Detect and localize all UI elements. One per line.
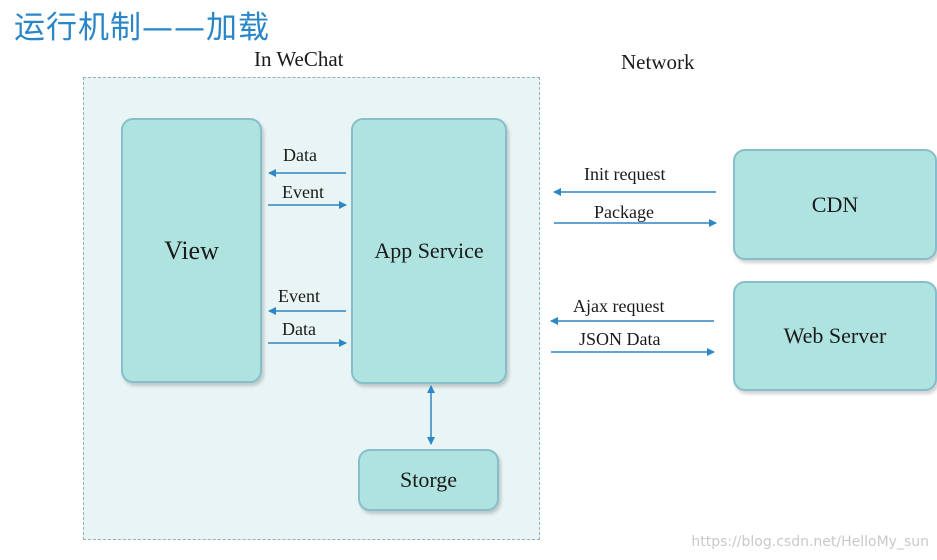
storage-node: Storge	[358, 449, 499, 511]
edge-label-data-bottom: Data	[282, 319, 316, 339]
edge-label-ajax-request: Ajax request	[573, 296, 665, 316]
storage-node-label: Storge	[399, 467, 458, 492]
edge-label-package: Package	[594, 202, 654, 222]
view-node: View	[121, 118, 262, 383]
app-service-node-label: App Service	[374, 238, 484, 263]
app-service-node: App Service	[351, 118, 507, 384]
view-node-label: View	[164, 235, 219, 265]
cdn-node: CDN	[733, 149, 937, 260]
edge-label-init-request: Init request	[584, 164, 666, 184]
watermark: https://blog.csdn.net/HelloMy_sun	[691, 534, 929, 550]
web-server-node-label: Web Server	[783, 323, 887, 348]
edge-label-event-top: Event	[282, 182, 324, 202]
edge-label-event-bottom: Event	[278, 286, 320, 306]
edge-label-data-top: Data	[283, 145, 317, 165]
network-region-label: Network	[621, 50, 695, 74]
edge-label-json-data: JSON Data	[579, 329, 661, 349]
cdn-node-label: CDN	[811, 191, 859, 217]
wechat-region-label: In WeChat	[254, 47, 344, 71]
web-server-node: Web Server	[733, 281, 937, 391]
page-title: 运行机制——加载	[14, 10, 270, 46]
